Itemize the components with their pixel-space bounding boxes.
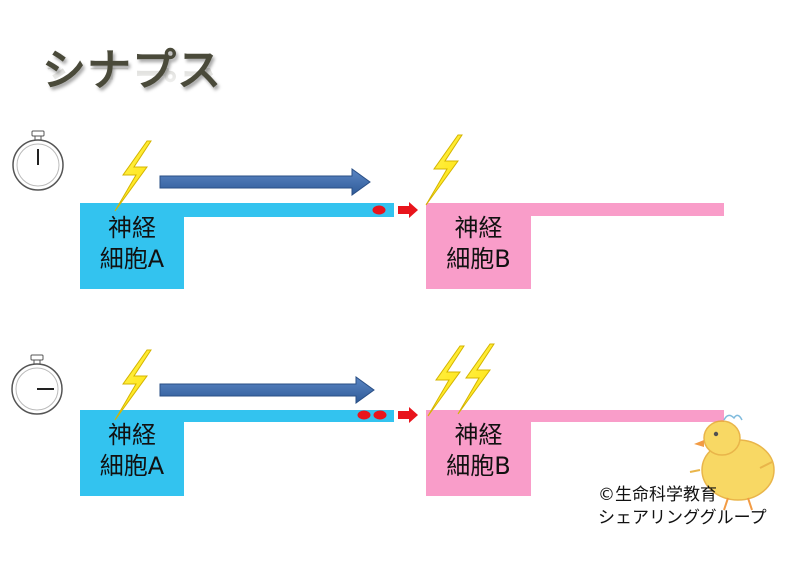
stopwatch-icon: [11, 354, 63, 415]
lightning-icon: [114, 349, 152, 421]
lightning-icon: [457, 343, 495, 415]
neuron-b-label-line1: 神経: [454, 214, 503, 242]
signal-arrow-icon: [159, 376, 375, 404]
neuron-a-label: 神経 細胞A: [80, 420, 184, 482]
lightning-icon: [114, 140, 152, 212]
neuron-b-shape: [426, 203, 724, 289]
arrow-right-icon: [398, 202, 418, 218]
neuron-b-shape: [426, 410, 724, 496]
neuron-a-label-line1: 神経: [108, 214, 156, 242]
neuron-a-label-line1: 神経: [108, 421, 156, 449]
neuron-a-label-line2: 細胞A: [99, 452, 165, 480]
signal-arrow-icon: [159, 168, 371, 196]
arrow-right-icon: [398, 407, 418, 423]
lightning-icon: [427, 345, 465, 417]
neuron-a-shape: [80, 203, 394, 289]
credit-line2: シェアリンググループ: [598, 508, 767, 528]
neurotransmitter: [372, 205, 386, 215]
chick-illustration: [689, 414, 775, 511]
neurotransmitter: [357, 410, 371, 420]
neuron-b-label: 神経 細胞B: [426, 420, 531, 482]
neurotransmitter: [373, 410, 387, 420]
lightning-icon: [425, 134, 463, 206]
page-title: シナプス: [42, 45, 222, 96]
credit-line1: ©生命科学教育: [598, 485, 717, 505]
neuron-b-label-line1: 神経: [454, 421, 503, 449]
neuron-a-label: 神経 細胞A: [80, 213, 184, 275]
neuron-b-label: 神経 細胞B: [426, 213, 531, 275]
neuron-b-label-line2: 細胞B: [446, 452, 511, 480]
neuron-b-label-line2: 細胞B: [446, 245, 511, 273]
stopwatch-icon: [12, 130, 64, 191]
credit-text: ©生命科学教育 シェアリンググループ: [598, 484, 767, 530]
neuron-a-shape: [80, 410, 394, 496]
neuron-a-label-line2: 細胞A: [99, 245, 165, 273]
